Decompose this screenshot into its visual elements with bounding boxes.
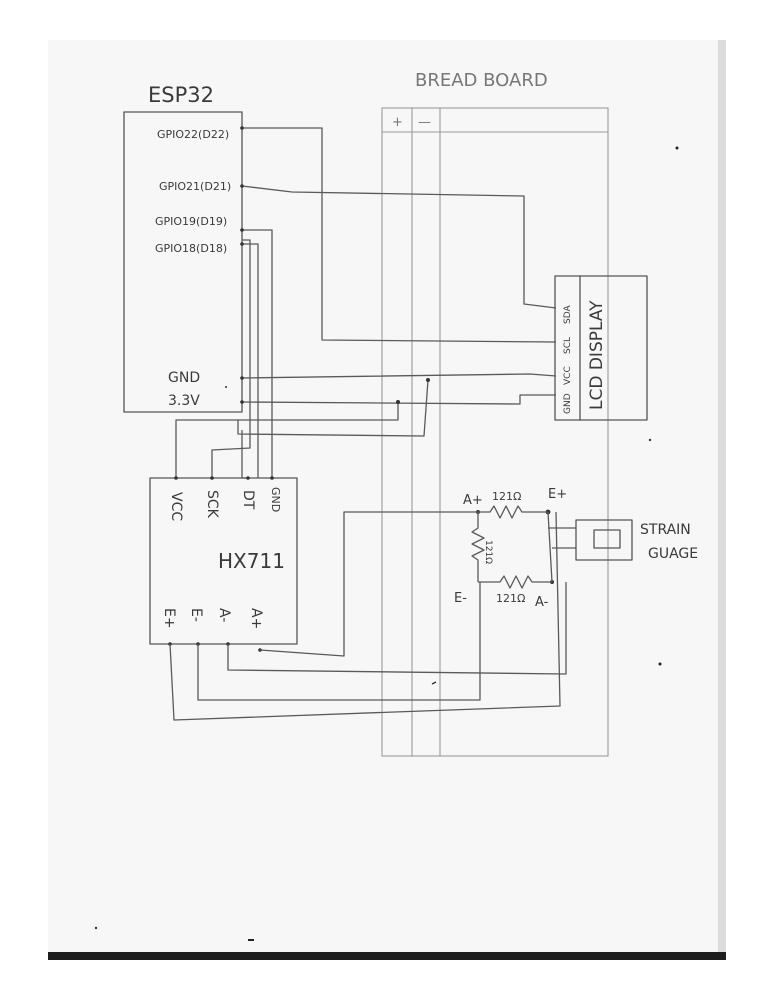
dot [240, 228, 244, 232]
wire-gnd-to-hx711 [241, 430, 248, 479]
hx711-pin-dt: DT [240, 490, 256, 510]
bridge-resistor-bottom [478, 575, 552, 589]
strain-gauge-outer [575, 519, 633, 561]
breadboard-rail-minus: — [418, 115, 431, 130]
wire-sck [211, 239, 251, 478]
hx711-module: VCC SCK DT GND HX711 E+ E- A- A+ [149, 477, 298, 645]
hx711-pin-sck: SCK [204, 490, 220, 519]
stray-mark [94, 926, 98, 930]
hx711-pin-a-plus: A+ [248, 608, 264, 629]
dot [426, 378, 430, 382]
strain-gauge-leads [548, 527, 576, 549]
paper-edge-shadow [718, 40, 726, 960]
breadboard: BREAD BOARD + — [381, 70, 609, 757]
dot [396, 400, 400, 404]
esp32-pin-gpio22: GPIO22(D22) [157, 128, 229, 141]
bridge-resistor-left [471, 512, 485, 582]
stray-mark [658, 662, 662, 666]
breadboard-rail-plus: + [392, 115, 403, 130]
lcd-outline [554, 275, 648, 421]
breadboard-title: BREAD BOARD [415, 70, 548, 91]
strain-gauge-label-1: STRAIN [640, 522, 691, 538]
esp32-pin-3v3: 3.3V [168, 393, 200, 409]
wire-gpio22-to-lcd-scl [242, 127, 557, 343]
lcd-title: LCD DISPLAY [587, 300, 607, 410]
bridge-right-leg [547, 511, 553, 583]
wire-gnd-to-lcd [241, 373, 557, 379]
dot [240, 184, 244, 188]
wire-3v3-to-lcd [241, 394, 556, 405]
bridge-resistor-bottom-value: 121Ω [496, 592, 525, 605]
bridge-resistor-top-value: 121Ω [492, 490, 521, 503]
strain-gauge-label-2: GUAGE [648, 546, 698, 562]
wire-gpio19-to-dt [242, 229, 273, 478]
dot [210, 476, 214, 480]
dot [270, 476, 274, 480]
bridge-circuit: A+ E+ E- A- 121Ω 121Ω 121Ω [454, 487, 567, 610]
lcd-display: SDA SCL VCC GND LCD DISPLAY [554, 275, 648, 421]
wire-a-minus [227, 582, 567, 675]
hx711-pin-gnd: GND [269, 487, 282, 512]
dot [246, 476, 250, 480]
dot [240, 126, 244, 130]
wire-vcc-to-hx711 [175, 402, 399, 478]
dot [240, 400, 244, 404]
lcd-pin-gnd: GND [563, 393, 573, 414]
stray-marks [94, 146, 679, 941]
dot [240, 376, 244, 380]
stray-mark [225, 386, 227, 388]
wire-breadboard-to-esp [237, 379, 429, 437]
hx711-pin-e-plus: E+ [161, 608, 177, 629]
bridge-label-a-plus: A+ [463, 493, 483, 508]
scan-bottom-border [48, 952, 726, 960]
esp32-wires [175, 127, 557, 479]
esp32-pin-gpio18: GPIO18(D18) [155, 242, 227, 255]
wire-gpio21-to-lcd-sda [241, 185, 557, 309]
bridge-label-e-minus: E- [454, 591, 467, 606]
lcd-pin-sda: SDA [563, 305, 573, 324]
bridge-label-a-minus: A- [535, 595, 549, 610]
hx711-pin-vcc: VCC [168, 492, 184, 521]
stray-mark [431, 681, 437, 685]
esp32-title: ESP32 [148, 83, 214, 107]
wire-a-plus [259, 511, 478, 657]
esp32-pin-gpio19: GPIO19(D19) [155, 215, 227, 228]
strain-gauge: STRAIN GUAGE [548, 519, 698, 562]
bridge-resistor-left-value: 121Ω [483, 540, 493, 564]
wire-gpio18-to-dt2 [242, 243, 259, 478]
wire-e-minus [197, 582, 481, 701]
stray-mark [675, 146, 679, 150]
hx711-title: HX711 [218, 549, 285, 573]
breadboard-outline [381, 107, 609, 757]
bridge-resistor-top [478, 505, 548, 519]
lcd-pin-vcc: VCC [563, 366, 573, 385]
esp32-module: ESP32 GPIO22(D22) GPIO21(D21) GPIO19(D19… [123, 83, 243, 413]
esp32-pin-gpio21: GPIO21(D21) [159, 180, 231, 193]
hx711-outline [149, 477, 298, 645]
esp32-pin-gnd: GND [168, 370, 200, 386]
stray-mark [648, 438, 652, 442]
lcd-pin-scl: SCL [563, 337, 573, 354]
hx711-pin-a-minus: A- [216, 608, 232, 622]
bridge-label-e-plus: E+ [548, 487, 567, 502]
wire-e-plus [169, 511, 561, 721]
esp32-outline [123, 111, 243, 413]
hx711-pin-e-minus: E- [188, 608, 204, 622]
dot [174, 476, 178, 480]
strain-gauge-inner [593, 529, 621, 549]
hx711-bridge-wires [169, 511, 567, 721]
dot [240, 242, 244, 246]
